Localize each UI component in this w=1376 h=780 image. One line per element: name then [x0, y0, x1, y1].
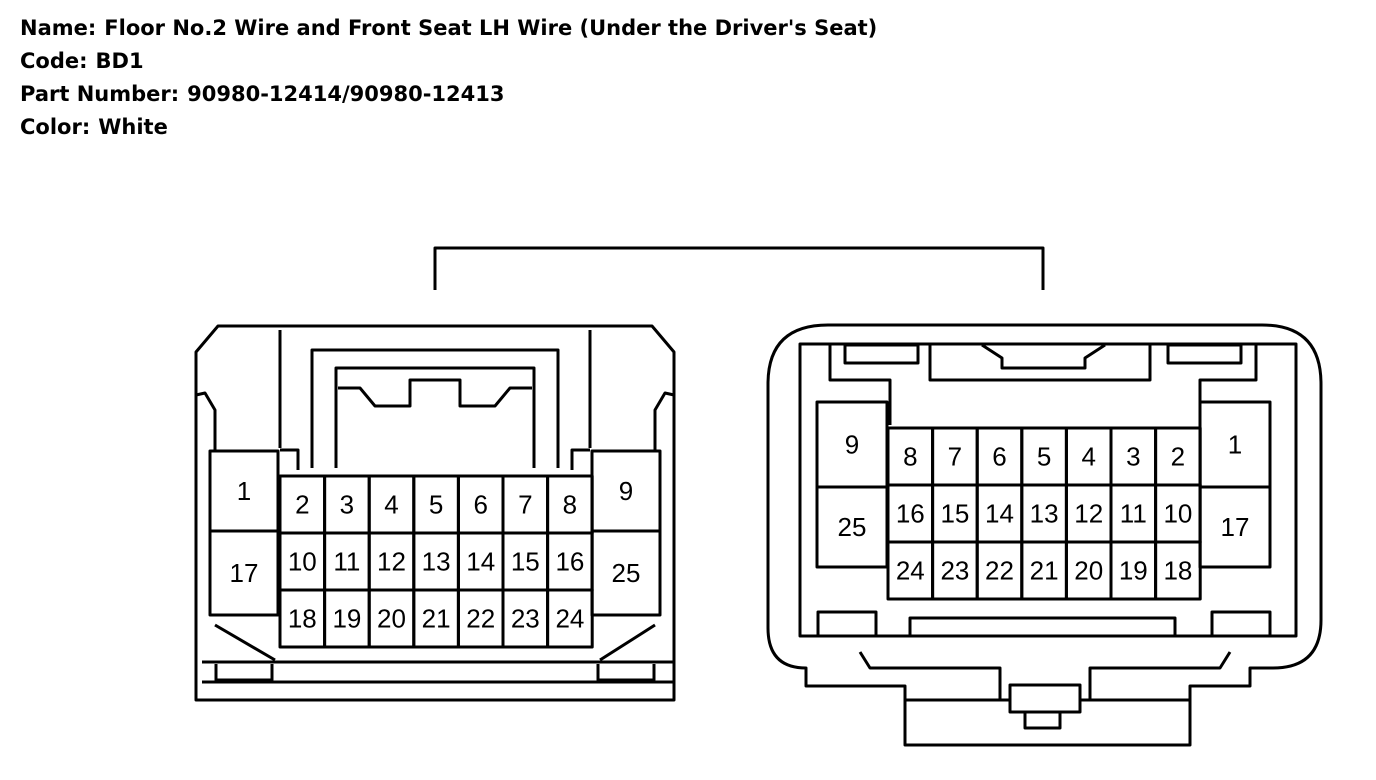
- pin-number: 8: [563, 490, 577, 520]
- pin-number: 2: [1171, 442, 1185, 472]
- left-connector-lock-tab: [338, 378, 532, 408]
- right-connector-outline: [766, 323, 1323, 747]
- pin-number: 2: [295, 490, 309, 520]
- name-row: Name: Floor No.2 Wire and Front Seat LH W…: [20, 12, 877, 45]
- pin-number: 7: [518, 490, 532, 520]
- pin-number: 11: [333, 547, 360, 577]
- pairing-bracket: [433, 246, 1045, 290]
- part-number-row: Part Number: 90980-12414/90980-12413: [20, 78, 877, 111]
- pin-number: 13: [422, 547, 451, 577]
- pin-number: 24: [896, 556, 925, 586]
- pin-number: 21: [1030, 556, 1059, 586]
- color-label: Color:: [20, 115, 91, 139]
- pin-number: 15: [940, 499, 969, 529]
- pin-cavity: [1154, 540, 1202, 601]
- code-label: Code:: [20, 49, 88, 73]
- pin-number: 1: [1228, 430, 1242, 460]
- pin-number: 17: [1221, 512, 1250, 542]
- pin-number: 20: [377, 604, 406, 634]
- right-connector-bottom-features: [816, 610, 1272, 636]
- pin-cavity: [546, 588, 594, 649]
- pin-number: 22: [466, 604, 495, 634]
- right-connector-top-slot-right: [1166, 343, 1243, 365]
- left-connector-bottom-rails: [202, 623, 674, 684]
- pin-number: 11: [1120, 499, 1147, 529]
- pin-number: 5: [1037, 442, 1051, 472]
- pin-number: 4: [1081, 442, 1095, 472]
- pin-number: 1: [237, 476, 251, 506]
- code-value: BD1: [95, 49, 144, 73]
- pin-number: 23: [940, 556, 969, 586]
- part-number-label: Part Number:: [20, 82, 180, 106]
- pin-number: 17: [230, 558, 259, 588]
- pin-number: 10: [288, 547, 317, 577]
- right-connector-inner-rails: [828, 345, 1258, 425]
- pin-number: 16: [555, 547, 584, 577]
- pin-number: 7: [948, 442, 962, 472]
- left-connector-outer-walls: [195, 391, 675, 452]
- pin-number: 19: [332, 604, 361, 634]
- pin-number: 18: [1163, 556, 1192, 586]
- pin-number: 5: [429, 490, 443, 520]
- connector-info: Name: Floor No.2 Wire and Front Seat LH W…: [20, 12, 877, 144]
- pin-number: 23: [511, 604, 540, 634]
- pin-number: 15: [511, 547, 540, 577]
- color-value: White: [98, 115, 168, 139]
- left-connector-guide-lines: [280, 448, 590, 470]
- pin-number: 14: [466, 547, 495, 577]
- pin-number: 12: [1074, 499, 1103, 529]
- pin-number: 12: [377, 547, 406, 577]
- part-number-value: 90980-12414/90980-12413: [187, 82, 505, 106]
- pin-number: 3: [340, 490, 354, 520]
- right-connector-inner-wall: [798, 342, 1298, 638]
- left-connector-latch-frame: [278, 330, 592, 448]
- pin-number: 10: [1163, 499, 1192, 529]
- pin-number: 4: [384, 490, 398, 520]
- right-connector-top-notch: [981, 343, 1106, 370]
- pin-number: 24: [555, 604, 584, 634]
- pin-number: 13: [1030, 499, 1059, 529]
- pin-number: 25: [838, 512, 867, 542]
- pin-number: 3: [1126, 442, 1140, 472]
- pin-number: 6: [992, 442, 1006, 472]
- right-connector-latch: [858, 651, 1232, 730]
- name-label: Name:: [20, 16, 97, 40]
- left-connector-outline: [194, 324, 676, 702]
- color-row: Color: White: [20, 111, 877, 144]
- pin-number: 21: [422, 604, 451, 634]
- name-value: Floor No.2 Wire and Front Seat LH Wire (…: [104, 16, 878, 40]
- pin-number: 16: [896, 499, 925, 529]
- pin-number: 9: [845, 430, 859, 460]
- pin-cavity: [208, 529, 280, 617]
- pin-number: 22: [985, 556, 1014, 586]
- pin-number: 14: [985, 499, 1014, 529]
- pin-number: 9: [619, 476, 633, 506]
- code-row: Code: BD1: [20, 45, 877, 78]
- pin-number: 8: [903, 442, 917, 472]
- pin-number: 19: [1119, 556, 1148, 586]
- pin-number: 20: [1074, 556, 1103, 586]
- pin-number: 25: [612, 558, 641, 588]
- left-connector-lock-arm: [310, 348, 560, 468]
- pin-number: 18: [288, 604, 317, 634]
- right-connector-top-slot-left: [843, 343, 920, 365]
- pin-number: 6: [473, 490, 487, 520]
